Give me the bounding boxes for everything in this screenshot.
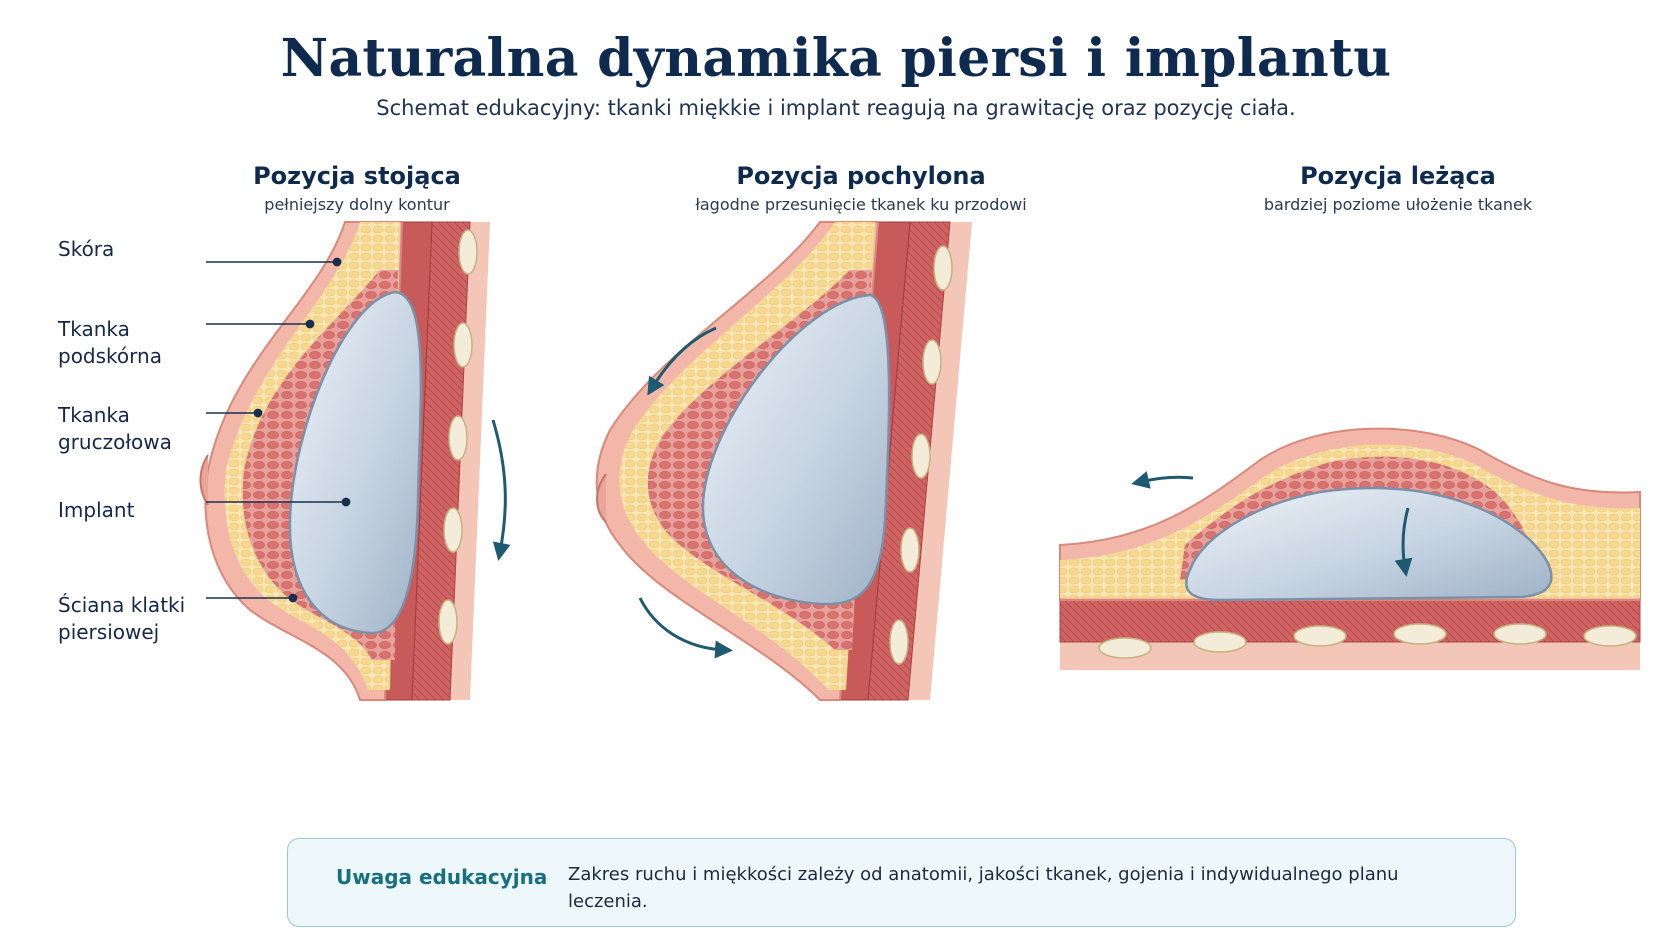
- leaning-breast-crosssection: [595, 221, 972, 701]
- panel-leaning-header: Pozycja pochylona łagodne przesunięcie t…: [651, 162, 1071, 214]
- panel-lying-title: Pozycja leżąca: [1300, 162, 1496, 190]
- panel-standing-subtitle: pełniejszy dolny kontur: [264, 195, 450, 214]
- lateral-arrow-icon: [1131, 471, 1194, 489]
- panel-lying-subtitle: bardziej poziome ułożenie tkanek: [1263, 195, 1533, 214]
- gravity-arrow-icon: [491, 419, 511, 561]
- downward-arrow-icon: [1394, 507, 1413, 577]
- page-subtitle: Schemat edukacyjny: tkanki miękkie i imp…: [376, 96, 1296, 120]
- panel-lying-header: Pozycja leżąca bardziej poziome ułożenie…: [1188, 162, 1608, 214]
- label-glandular: Tkanka gruczołowa: [58, 403, 172, 454]
- note-title: Uwaga edukacyjna: [336, 865, 548, 889]
- lying-breast-crosssection: [1059, 427, 1641, 670]
- label-subcutaneous: Tkanka podskórna: [58, 317, 162, 368]
- label-implant: Implant: [58, 498, 135, 522]
- panel-standing-title: Pozycja stojąca: [253, 162, 461, 190]
- panel-standing-header: Pozycja stojąca pełniejszy dolny kontur: [147, 162, 567, 214]
- forward-arrow-top-icon: [647, 326, 717, 396]
- standing-breast-crosssection: [199, 221, 490, 701]
- page-title: Naturalna dynamika piersi i implantu: [280, 28, 1392, 89]
- standing-label-leaders: [206, 257, 351, 603]
- label-skin: Skóra: [58, 237, 115, 261]
- panel-leaning-title: Pozycja pochylona: [736, 162, 986, 190]
- panel-leaning-subtitle: łagodne przesunięcie tkanek ku przodowi: [695, 195, 1027, 214]
- educational-note-box: Uwaga edukacyjna Zakres ruchu i miękkośc…: [287, 838, 1516, 927]
- forward-arrow-bottom-icon: [638, 597, 733, 659]
- label-chest-wall: Ściana klatki piersiowej: [58, 593, 186, 644]
- note-text: Zakres ruchu i miękkości zależy od anato…: [568, 864, 1399, 912]
